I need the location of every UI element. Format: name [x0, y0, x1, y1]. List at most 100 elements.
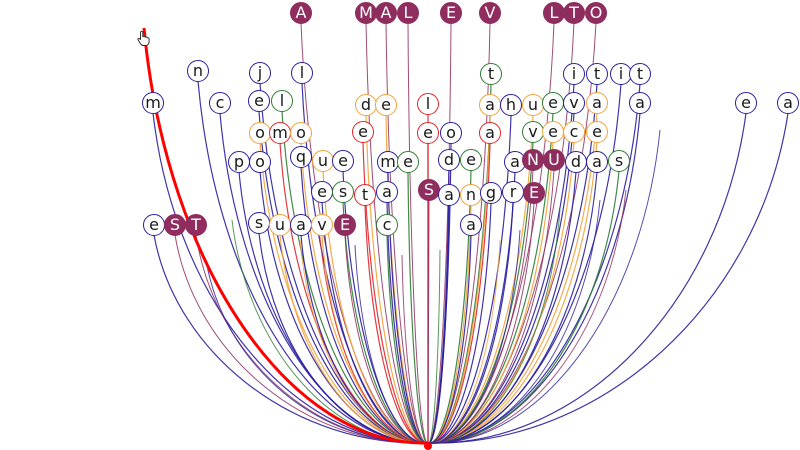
letter-node[interactable]: e — [248, 90, 270, 112]
vertex-dot — [424, 442, 432, 450]
highlighted-letter-node[interactable]: S — [418, 179, 440, 201]
letter-node[interactable]: e — [417, 122, 439, 144]
letter-node[interactable]: h — [500, 94, 522, 116]
letter-node[interactable]: e — [542, 121, 564, 143]
hand-cursor-icon — [137, 30, 150, 46]
letter-node[interactable]: d — [438, 149, 460, 171]
letter-curve — [427, 112, 747, 444]
highlighted-letter-node[interactable]: T — [185, 214, 207, 236]
letter-node[interactable]: a — [629, 92, 651, 114]
highlight-curve — [142, 27, 429, 445]
letter-node[interactable]: o — [290, 122, 312, 144]
letter-node[interactable]: v — [522, 121, 544, 143]
letter-node[interactable]: c — [209, 92, 231, 114]
letter-curve — [300, 22, 429, 444]
highlighted-letter-node[interactable]: S — [164, 214, 186, 236]
letter-node[interactable]: t — [586, 63, 608, 85]
letter-curve — [364, 204, 429, 444]
highlighted-letter-node[interactable]: E — [523, 182, 545, 204]
letter-node[interactable]: p — [228, 151, 250, 173]
letter-node[interactable]: o — [249, 122, 271, 144]
letter-node[interactable]: s — [608, 150, 630, 172]
letter-node[interactable]: v — [563, 92, 585, 114]
letter-curve — [427, 204, 450, 444]
letter-node[interactable]: e — [542, 92, 564, 114]
letter-node[interactable]: e — [375, 94, 397, 116]
letter-node[interactable]: t — [354, 184, 376, 206]
letter-node[interactable]: c — [376, 214, 398, 236]
highlighted-letter-node[interactable]: U — [543, 149, 565, 171]
letter-node[interactable]: t — [480, 63, 502, 85]
highlighted-letter-node[interactable]: V — [479, 2, 501, 24]
letter-node[interactable]: e — [586, 121, 608, 143]
highlighted-letter-node[interactable]: E — [440, 2, 462, 24]
letter-node[interactable]: m — [377, 151, 399, 173]
letter-curve — [279, 234, 429, 444]
background-curve — [427, 129, 661, 444]
letter-curve — [427, 141, 598, 444]
letter-node[interactable]: a — [479, 94, 501, 116]
letter-node[interactable]: m — [142, 92, 164, 114]
letter-node[interactable]: a — [479, 122, 501, 144]
letter-curve — [427, 112, 789, 444]
letter-node[interactable]: g — [480, 182, 502, 204]
letter-node[interactable]: n — [460, 184, 482, 206]
letter-node[interactable]: t — [629, 63, 651, 85]
letter-node[interactable]: s — [248, 212, 270, 234]
letter-node[interactable]: v — [311, 214, 333, 236]
letter-node[interactable]: q — [290, 146, 312, 168]
letter-node[interactable]: i — [563, 63, 585, 85]
letter-node[interactable]: m — [269, 122, 291, 144]
letter-node[interactable]: e — [143, 214, 165, 236]
letter-node[interactable]: a — [777, 92, 799, 114]
letter-node[interactable]: l — [271, 90, 293, 112]
highlighted-letter-node[interactable]: A — [290, 2, 312, 24]
letter-node[interactable]: e — [311, 181, 333, 203]
letter-node[interactable]: a — [376, 181, 398, 203]
letter-node[interactable]: u — [522, 94, 544, 116]
letter-node[interactable]: e — [735, 92, 757, 114]
letter-node[interactable]: u — [312, 150, 334, 172]
background-curve — [427, 189, 627, 444]
letter-curve — [427, 202, 492, 444]
highlighted-letter-node[interactable]: O — [585, 2, 607, 24]
letter-node[interactable]: o — [440, 122, 462, 144]
highlighted-letter-node[interactable]: M — [355, 2, 377, 24]
letter-node[interactable]: a — [438, 184, 460, 206]
letter-node[interactable]: d — [355, 94, 377, 116]
letter-node[interactable]: l — [417, 93, 439, 115]
letter-node[interactable]: e — [397, 151, 419, 173]
letter-node[interactable]: l — [291, 62, 313, 84]
highlighted-letter-node[interactable]: A — [375, 2, 397, 24]
letter-node[interactable]: r — [502, 181, 524, 203]
highlighted-letter-node[interactable]: T — [563, 2, 585, 24]
letter-node[interactable]: a — [586, 92, 608, 114]
highlighted-letter-node[interactable]: N — [522, 149, 544, 171]
letter-node[interactable]: a — [460, 214, 482, 236]
letter-curve — [386, 234, 429, 444]
background-curve — [205, 259, 429, 444]
letter-node[interactable]: d — [565, 151, 587, 173]
highlighted-letter-node[interactable]: E — [334, 214, 356, 236]
letter-curve — [259, 142, 429, 444]
letter-node[interactable]: j — [249, 62, 271, 84]
letter-node[interactable]: c — [563, 121, 585, 143]
letter-node[interactable]: a — [586, 151, 608, 173]
letter-curve — [321, 201, 429, 444]
highlighted-letter-node[interactable]: L — [397, 2, 419, 24]
background-curve — [427, 199, 601, 444]
letter-node[interactable]: u — [269, 214, 291, 236]
letter-node[interactable]: o — [249, 151, 271, 173]
letter-node[interactable]: n — [187, 60, 209, 82]
letter-node[interactable]: e — [352, 121, 374, 143]
letter-node[interactable]: s — [332, 181, 354, 203]
background-curve — [317, 214, 429, 444]
letter-node[interactable]: a — [290, 214, 312, 236]
letter-node[interactable]: e — [332, 150, 354, 172]
highlighted-letter-node[interactable]: L — [543, 2, 565, 24]
letter-curve — [427, 141, 534, 444]
letter-curve — [427, 169, 555, 444]
letter-curve — [427, 171, 598, 444]
letter-node[interactable]: e — [460, 149, 482, 171]
